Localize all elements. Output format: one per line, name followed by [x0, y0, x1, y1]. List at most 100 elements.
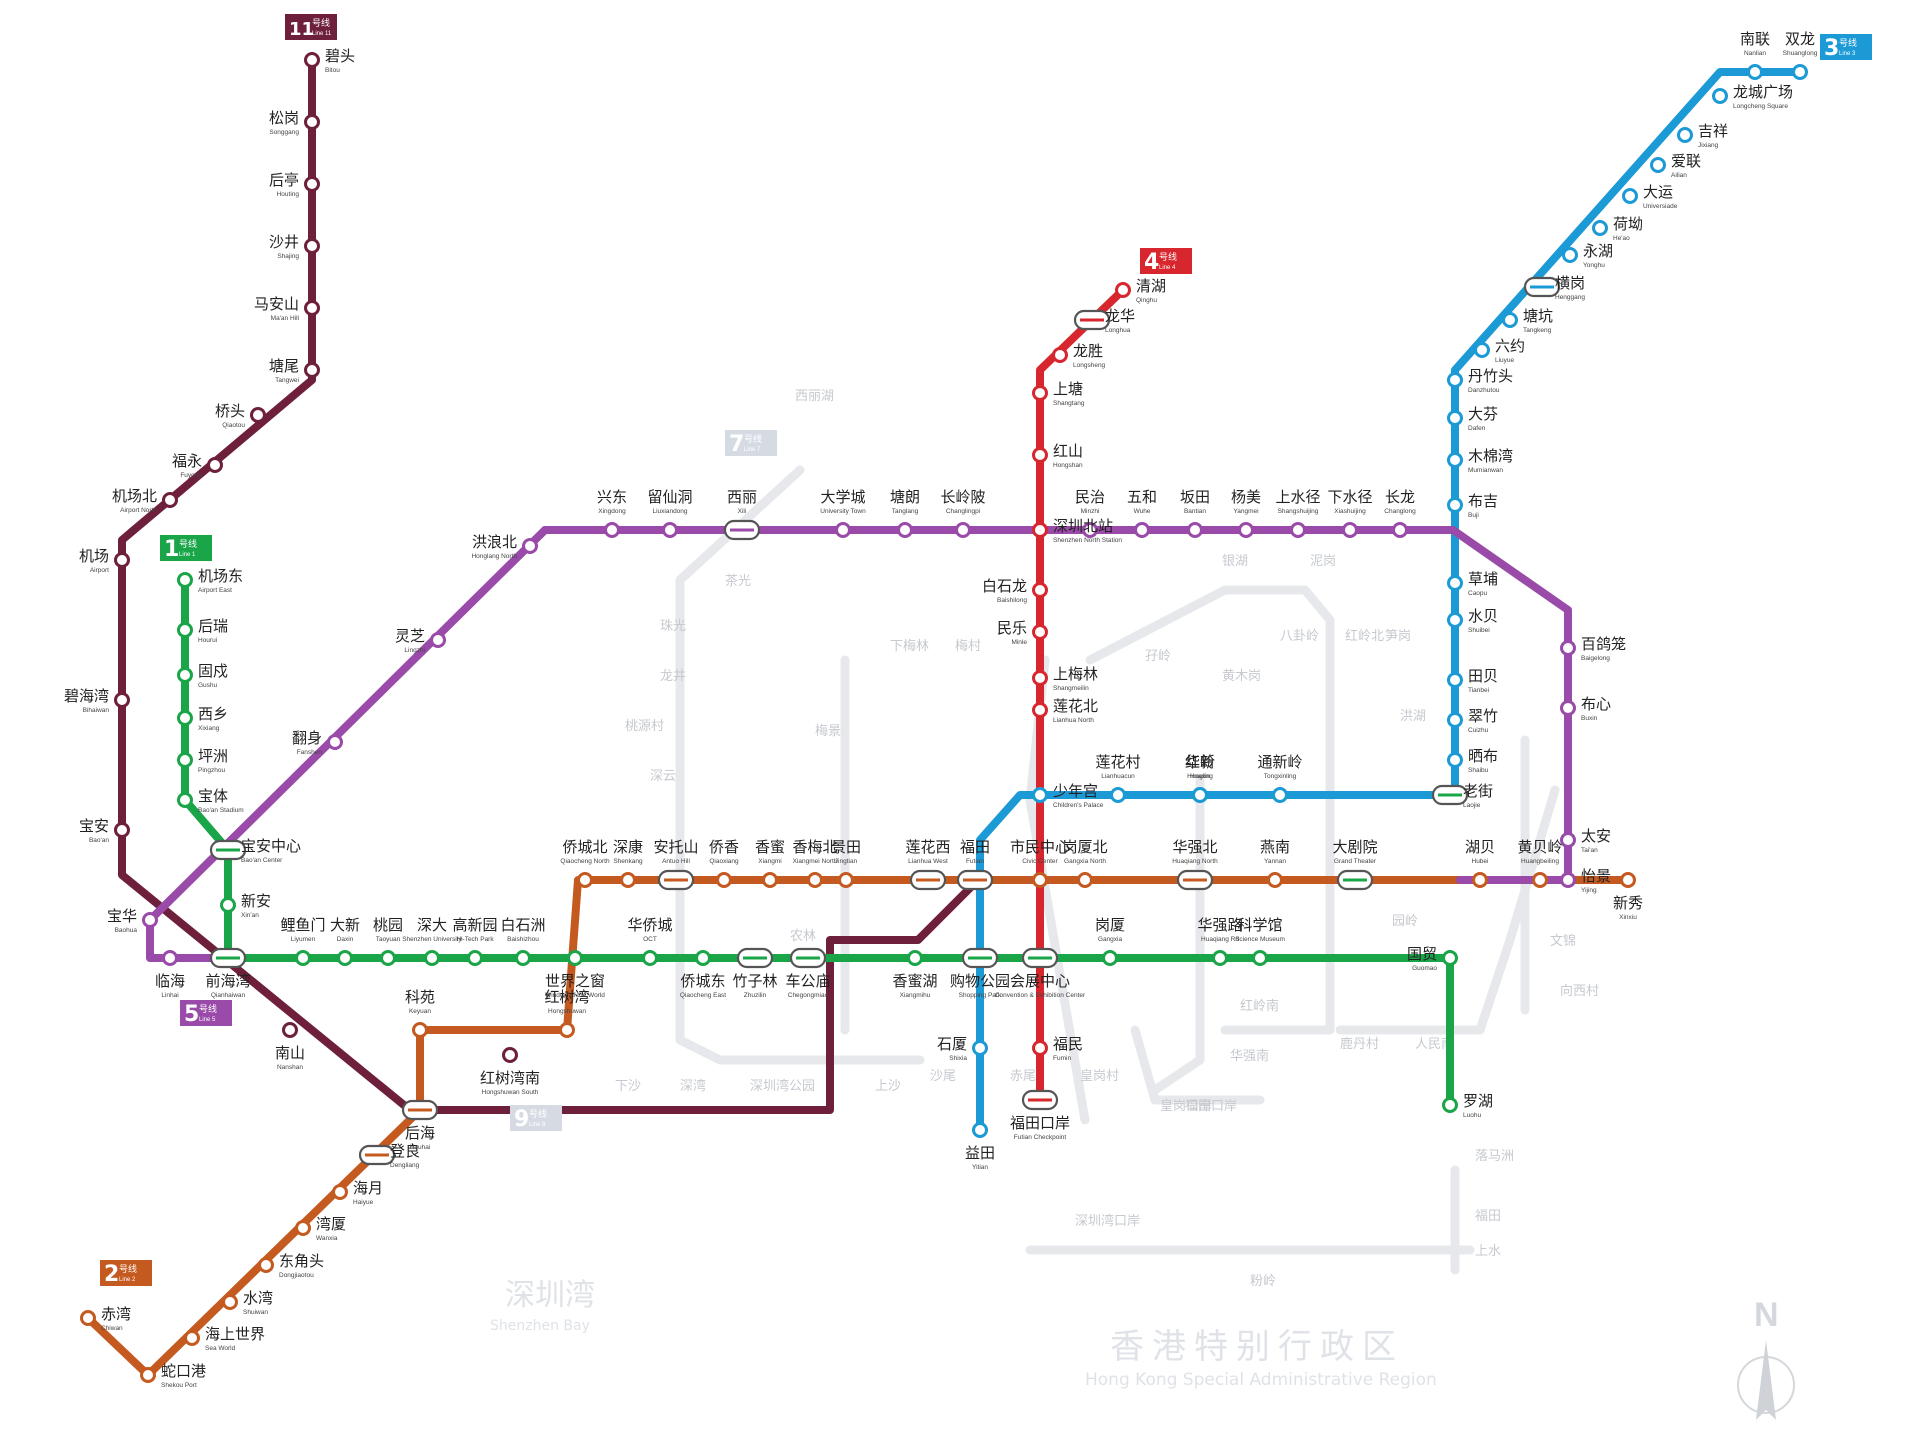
station-dot[interactable]	[1032, 1040, 1048, 1056]
station-dot[interactable]	[1442, 950, 1458, 966]
station-dot[interactable]	[380, 950, 396, 966]
station-qiaocheng-north[interactable]	[577, 872, 593, 888]
station-dongjiaotou[interactable]	[258, 1257, 274, 1273]
station-dot[interactable]	[412, 1022, 428, 1038]
station-keyuan[interactable]	[412, 1022, 428, 1038]
station-houting[interactable]	[304, 176, 320, 192]
station-oct[interactable]	[642, 950, 658, 966]
station-huangbeiling[interactable]	[1532, 872, 1548, 888]
station-haiyue[interactable]	[332, 1184, 348, 1200]
station-dot[interactable]	[177, 752, 193, 768]
station-lianhua-north[interactable]	[1032, 702, 1048, 718]
station-universiade[interactable]	[1622, 188, 1638, 204]
station-dot[interactable]	[207, 457, 223, 473]
station-dot[interactable]	[835, 522, 851, 538]
station-dot[interactable]	[1474, 342, 1490, 358]
station-fumin[interactable]	[1032, 1040, 1048, 1056]
station-dot[interactable]	[222, 1294, 238, 1310]
station-dot[interactable]	[1560, 832, 1576, 848]
station-dot[interactable]	[424, 950, 440, 966]
station-minle[interactable]	[1032, 624, 1048, 640]
station-he-ao[interactable]	[1592, 220, 1608, 236]
station-xixiang[interactable]	[177, 710, 193, 726]
station-zhuzilin[interactable]	[736, 947, 774, 969]
station-dot[interactable]	[1447, 752, 1463, 768]
station-dot[interactable]	[1712, 88, 1728, 104]
station-dot[interactable]	[1447, 672, 1463, 688]
station-dot[interactable]	[1290, 522, 1306, 538]
station-yannan[interactable]	[1267, 872, 1283, 888]
station-caopu[interactable]	[1447, 575, 1463, 591]
station-taoyuan[interactable]	[380, 950, 396, 966]
station-jingtian[interactable]	[838, 872, 854, 888]
station-civic-center[interactable]	[1032, 872, 1048, 888]
station-hongshuwan[interactable]	[559, 1022, 575, 1038]
station-huaqiang-north[interactable]	[1176, 869, 1214, 891]
station-xili[interactable]	[723, 519, 761, 541]
station-dot[interactable]	[1792, 64, 1808, 80]
station-dot[interactable]	[1447, 452, 1463, 468]
station-dot[interactable]	[1134, 522, 1150, 538]
station-antuo-hill[interactable]	[657, 869, 695, 891]
station-shenkang[interactable]	[620, 872, 636, 888]
station-gangxia[interactable]	[1102, 950, 1118, 966]
station-shangmeilin[interactable]	[1032, 670, 1048, 686]
station-lianhuacun[interactable]	[1110, 787, 1126, 803]
station-dot[interactable]	[177, 710, 193, 726]
station-dot[interactable]	[1110, 787, 1126, 803]
station-dot[interactable]	[567, 950, 583, 966]
station-dot[interactable]	[304, 362, 320, 378]
station-baishilong[interactable]	[1032, 582, 1048, 598]
station-window-of-the-world[interactable]	[567, 950, 583, 966]
station-tongxinling[interactable]	[1272, 787, 1288, 803]
station-dot[interactable]	[177, 667, 193, 683]
station-university-town[interactable]	[835, 522, 851, 538]
station-dot[interactable]	[838, 872, 854, 888]
station-longcheng-square[interactable]	[1712, 88, 1728, 104]
station-dot[interactable]	[907, 950, 923, 966]
station-dot[interactable]	[80, 1310, 96, 1326]
station-ailian[interactable]	[1650, 157, 1666, 173]
station-dot[interactable]	[282, 1022, 298, 1038]
station-huaxin[interactable]	[1192, 787, 1208, 803]
station-dot[interactable]	[258, 1257, 274, 1273]
station-dot[interactable]	[620, 872, 636, 888]
station-yangmei[interactable]	[1238, 522, 1254, 538]
station-dot[interactable]	[1032, 447, 1048, 463]
station-yijing[interactable]	[1560, 872, 1576, 888]
station-dot[interactable]	[1267, 872, 1283, 888]
station-shuibei[interactable]	[1447, 612, 1463, 628]
station-dot[interactable]	[220, 897, 236, 913]
station-dot[interactable]	[1077, 872, 1093, 888]
station-shixia[interactable]	[972, 1040, 988, 1056]
station-dot[interactable]	[662, 522, 678, 538]
station-shuiwan[interactable]	[222, 1294, 238, 1310]
station-hongshan[interactable]	[1032, 447, 1048, 463]
station-dot[interactable]	[1082, 522, 1098, 538]
station-dot[interactable]	[142, 912, 158, 928]
station-dot[interactable]	[1052, 347, 1068, 363]
station-huaqiang-rd[interactable]	[1212, 950, 1228, 966]
station-dot[interactable]	[1342, 522, 1358, 538]
station-dot[interactable]	[897, 522, 913, 538]
station-dot[interactable]	[114, 692, 130, 708]
station-shangtang[interactable]	[1032, 385, 1048, 401]
station-futian-checkpoint[interactable]	[1021, 1089, 1059, 1111]
station-songgang[interactable]	[304, 114, 320, 130]
station-futian[interactable]	[956, 869, 994, 891]
station-xiangmihu[interactable]	[907, 950, 923, 966]
station-qiaotou[interactable]	[250, 407, 266, 423]
station-dot[interactable]	[762, 872, 778, 888]
station-dot[interactable]	[1032, 787, 1048, 803]
station-shangshuijing[interactable]	[1290, 522, 1306, 538]
station-dot[interactable]	[1115, 282, 1131, 298]
station-changlong[interactable]	[1392, 522, 1408, 538]
station-xiangmei-north[interactable]	[807, 872, 823, 888]
station-lianhua-west[interactable]	[909, 869, 947, 891]
station-bihaiwan[interactable]	[114, 692, 130, 708]
station-dot[interactable]	[1192, 787, 1208, 803]
station-dot[interactable]	[1560, 872, 1576, 888]
station-bao-an-center[interactable]	[209, 839, 247, 861]
station-nanshan[interactable]	[282, 1022, 298, 1038]
station-changlingpi[interactable]	[955, 522, 971, 538]
